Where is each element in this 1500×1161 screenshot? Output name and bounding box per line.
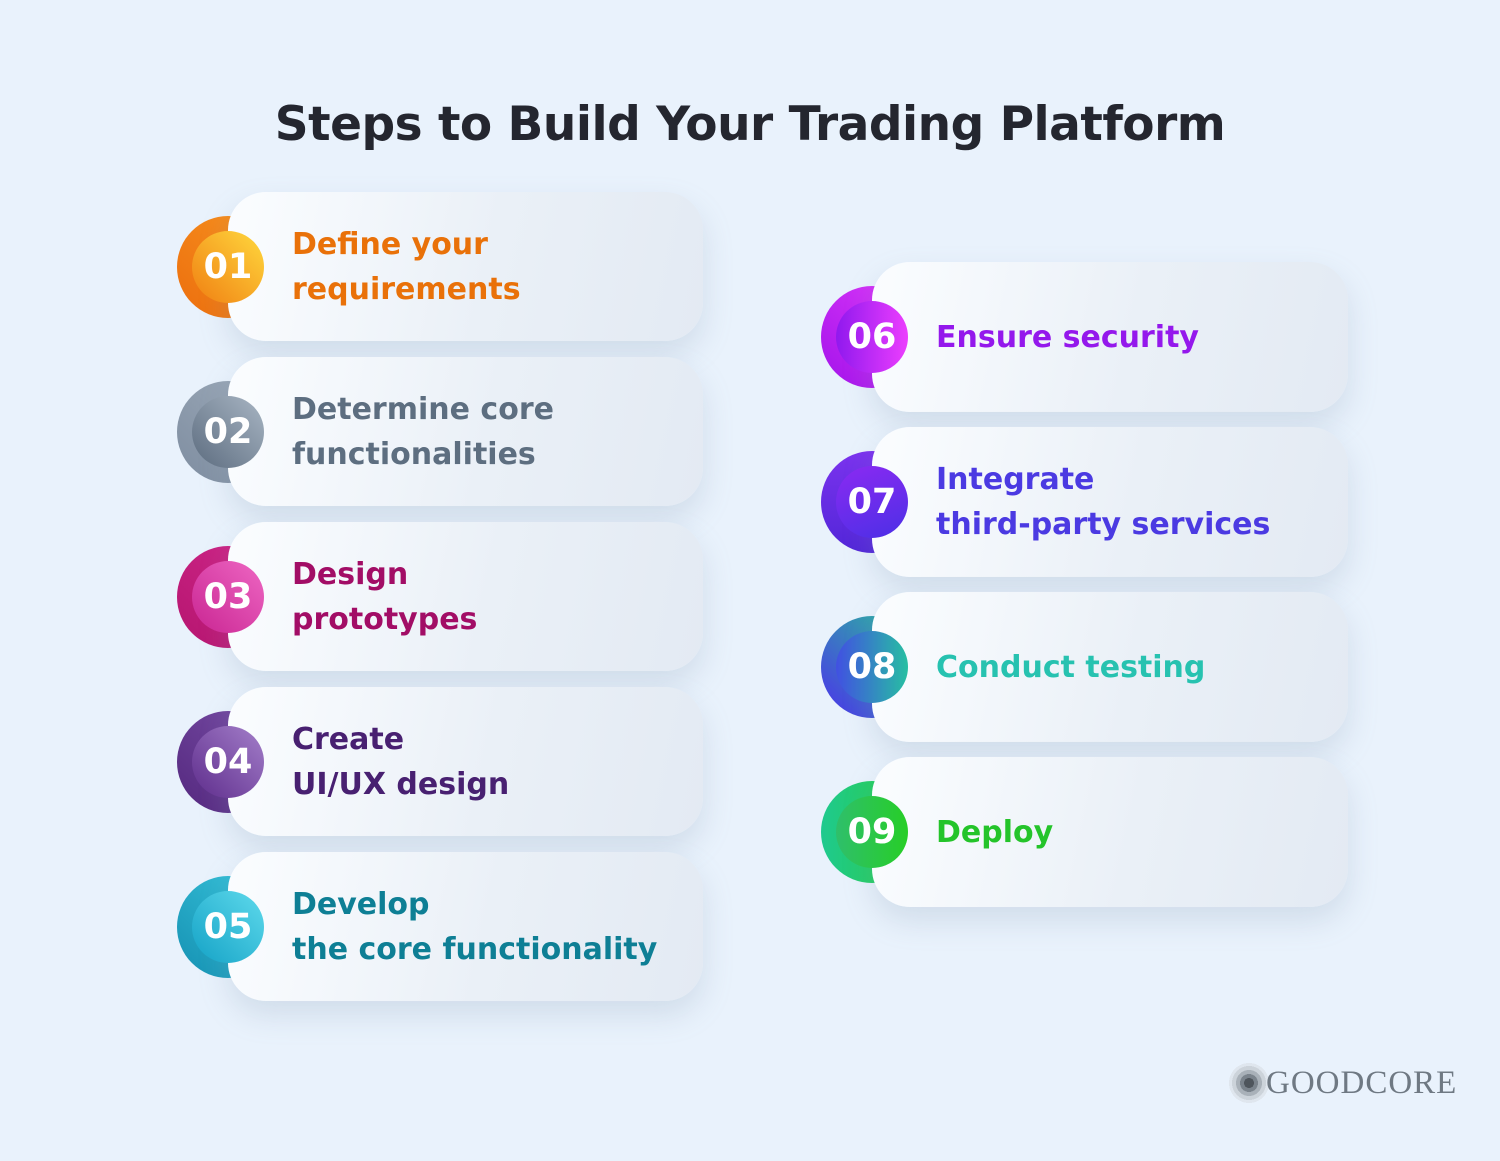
- step-label-line: Deploy: [936, 814, 1054, 850]
- step-item-01: 01 Define your requirements: [177, 192, 703, 341]
- step-item-02: 02 Determine core functionalities: [177, 357, 703, 506]
- step-01-card: [228, 192, 703, 341]
- step-09-number-badge: 09: [836, 796, 908, 868]
- step-02-card: [228, 357, 703, 506]
- step-06-card: [872, 262, 1348, 412]
- step-label-line: the core functionality: [292, 931, 658, 967]
- step-09-number: 09: [847, 812, 897, 852]
- page-title: Steps to Build Your Trading Platform: [274, 97, 1226, 153]
- step-05-label: Develop the core functionality: [292, 852, 683, 1001]
- goodcore-logo: GOODCORE: [1228, 1060, 1457, 1106]
- step-label-line: Define your: [292, 226, 488, 262]
- step-04-number-badge: 04: [192, 725, 264, 798]
- step-01-number: 01: [203, 246, 253, 287]
- step-label-line: Develop: [292, 886, 430, 922]
- step-label-line: Create: [292, 721, 405, 757]
- step-02-number-badge: 02: [192, 395, 264, 468]
- step-05-card: [228, 852, 703, 1001]
- step-07-number: 07: [847, 482, 897, 522]
- step-05-number: 05: [203, 906, 253, 947]
- step-01-label: Define your requirements: [292, 192, 683, 341]
- step-label-line: requirements: [292, 271, 521, 307]
- step-08-label: Conduct testing: [936, 592, 1328, 742]
- step-05-number-badge: 05: [192, 890, 264, 963]
- step-07-number-badge: 07: [836, 466, 908, 538]
- step-label-line: Conduct testing: [936, 649, 1206, 685]
- step-08-number-badge: 08: [836, 631, 908, 703]
- step-08-card: [872, 592, 1348, 742]
- step-item-05: 05 Develop the core functionality: [177, 852, 703, 1001]
- step-09-card: [872, 757, 1348, 907]
- step-label-line: prototypes: [292, 601, 478, 637]
- step-label-line: Design: [292, 556, 409, 592]
- step-01-number-badge: 01: [192, 230, 264, 303]
- step-label-line: Ensure security: [936, 319, 1199, 355]
- step-item-08: 08 Conduct testing: [821, 592, 1348, 742]
- step-03-card: [228, 522, 703, 671]
- step-item-06: 06 Ensure security: [821, 262, 1348, 412]
- step-item-04: 04 Create UI/UX design: [177, 687, 703, 836]
- step-04-label: Create UI/UX design: [292, 687, 683, 836]
- step-label-line: functionalities: [292, 436, 536, 472]
- step-03-number: 03: [203, 576, 253, 617]
- step-03-label: Design prototypes: [292, 522, 683, 671]
- step-09-label: Deploy: [936, 757, 1328, 907]
- step-06-number: 06: [847, 317, 897, 357]
- step-07-card: [872, 427, 1348, 577]
- concentric-circles-icon: [1228, 1062, 1270, 1104]
- step-label-line: Determine core: [292, 391, 554, 427]
- step-item-07: 07 Integrate third-party services: [821, 427, 1348, 577]
- step-08-number: 08: [847, 647, 897, 687]
- step-06-number-badge: 06: [836, 301, 908, 373]
- step-item-09: 09 Deploy: [821, 757, 1348, 907]
- step-label-line: Integrate: [936, 462, 1095, 497]
- step-item-03: 03 Design prototypes: [177, 522, 703, 671]
- step-07-label: Integrate third-party services: [936, 427, 1328, 577]
- step-03-number-badge: 03: [192, 560, 264, 633]
- step-02-label: Determine core functionalities: [292, 357, 683, 506]
- step-06-label: Ensure security: [936, 262, 1328, 412]
- step-label-line: third-party services: [936, 507, 1271, 542]
- logo-text: GOODCORE: [1266, 1064, 1458, 1101]
- step-02-number: 02: [203, 411, 253, 452]
- step-label-line: UI/UX design: [292, 766, 510, 802]
- step-04-card: [228, 687, 703, 836]
- step-04-number: 04: [203, 741, 253, 782]
